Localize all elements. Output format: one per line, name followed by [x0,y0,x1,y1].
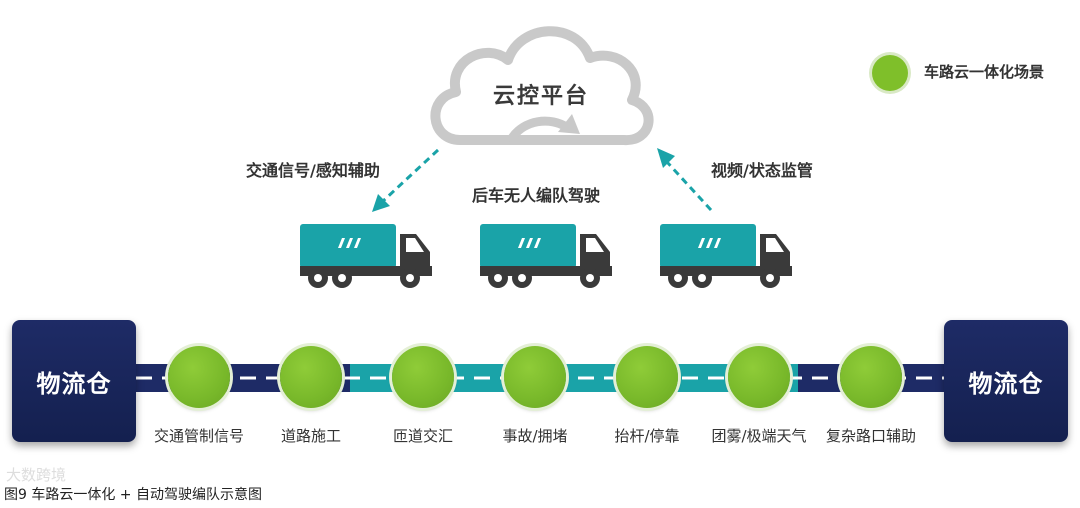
truck-icon [660,224,792,288]
platoon-driving-label: 后车无人编队驾驶 [472,186,601,205]
legend-label: 车路云一体化场景 [924,63,1045,81]
truck-icon [480,224,612,288]
figure-caption: 图9 车路云一体化 + 自动驾驶编队示意图 [4,487,262,503]
truck-icon [300,224,432,288]
signal-assist-label: 交通信号/感知辅助 [246,161,380,180]
cloud-platform-title: 云控平台 [492,84,589,109]
up-left-arrow-icon [657,148,713,212]
warehouse-right: 物流仓 [944,320,1068,442]
scenario-label-ramp-merge: 匝道交汇 [392,427,454,445]
warehouse-left: 物流仓 [12,320,136,442]
scenario-node [168,346,230,408]
scenario-node [616,346,678,408]
down-left-arrow-icon [372,148,440,212]
scenario-node [280,346,342,408]
scenario-label-accident-congestion: 事故/拥堵 [502,427,568,445]
scenario-label-complex-intersection: 复杂路口辅助 [825,427,917,445]
scenario-node [728,346,790,408]
cloud-icon [430,26,654,160]
scenario-label-traffic-signal: 交通管制信号 [153,427,245,445]
legend-dot [872,55,908,91]
scenario-label-road-construction: 道路施工 [280,427,342,445]
scenario-node [504,346,566,408]
scenario-node [840,346,902,408]
scenario-label-gate-stop: 抬杆/停靠 [614,427,680,445]
watermark: 大数跨境 [6,466,67,484]
scenario-label-fog-weather: 团雾/极端天气 [711,427,807,445]
video-monitor-label: 视频/状态监管 [711,161,813,180]
scenario-node [392,346,454,408]
